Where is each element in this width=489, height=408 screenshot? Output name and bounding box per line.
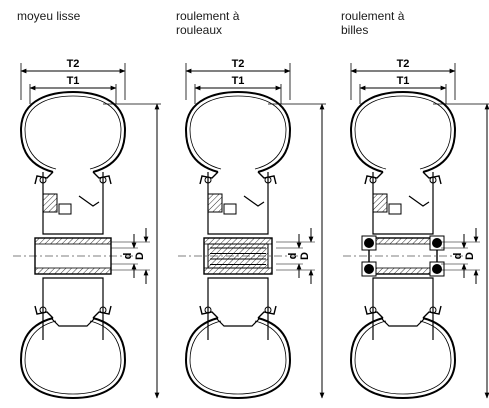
caption-line: roulement à — [176, 9, 240, 23]
hub-hatch-top — [203, 237, 273, 245]
caption-line: rouleaux — [176, 23, 223, 37]
tyre-outline — [349, 317, 457, 400]
t1-label: T1 — [397, 75, 410, 87]
rim-lower-detail — [380, 317, 426, 327]
bore-label: d — [452, 253, 464, 260]
ball — [432, 264, 442, 274]
valve-block — [207, 193, 223, 213]
hub-diameter-label: D — [464, 252, 476, 260]
tyre-bead — [92, 171, 112, 185]
valve-block — [42, 193, 58, 213]
rim-lower — [372, 277, 434, 340]
ball — [364, 238, 374, 248]
tyre-outline — [349, 90, 457, 173]
tyre-bead — [34, 305, 54, 319]
tyre-outline — [184, 317, 292, 400]
tyre-inner-line — [354, 95, 452, 170]
t2-label: T2 — [232, 58, 245, 70]
tyre-inner-line — [24, 95, 122, 170]
hub-hatch-bottom — [34, 267, 112, 275]
tyre-bead — [422, 171, 442, 185]
tyre-inner-line — [24, 320, 122, 395]
rim-flange — [78, 195, 100, 207]
caption-roulement-billes: roulement à billes — [341, 9, 404, 37]
rim-flange — [243, 195, 265, 207]
hub-diameter-label: D — [299, 252, 311, 260]
t1-label: T1 — [67, 75, 80, 87]
tyre-bead — [257, 305, 277, 319]
valve-block — [372, 193, 388, 213]
bore-label: d — [287, 253, 299, 260]
tyre-bead — [199, 305, 219, 319]
t1-label: T1 — [232, 75, 245, 87]
hub-hatch-top — [34, 237, 112, 245]
tyre-bead — [422, 305, 442, 319]
tyre-outline — [19, 90, 127, 173]
tyre-inner-line — [189, 320, 287, 395]
tyre-bead — [257, 171, 277, 185]
tyre-outline — [19, 317, 127, 400]
t2-label: T2 — [397, 58, 410, 70]
ball — [364, 264, 374, 274]
ball — [432, 238, 442, 248]
hub-diameter-label: D — [134, 252, 146, 260]
tyre-bead — [92, 305, 112, 319]
rim-lower-detail — [50, 317, 96, 327]
valve-clip — [388, 203, 402, 215]
caption-line: moyeu lisse — [17, 9, 81, 23]
caption-line: roulement à — [341, 9, 405, 23]
tyre-outline — [184, 90, 292, 173]
hub-hatch-bottom — [368, 267, 438, 275]
tyre-bead — [199, 171, 219, 185]
caption-line: billes — [341, 23, 369, 37]
rim-flange — [408, 195, 430, 207]
valve-clip — [58, 203, 72, 215]
rim-lower — [207, 277, 269, 340]
tyre-inner-line — [189, 95, 287, 170]
hub-hatch-top — [368, 237, 438, 245]
rim-lower — [42, 277, 104, 340]
hub-hatch-bottom — [203, 267, 273, 275]
tyre-inner-line — [354, 320, 452, 395]
t2-label: T2 — [67, 58, 80, 70]
caption-moyeu-lisse: moyeu lisse — [17, 9, 80, 23]
tyre-bead — [364, 305, 384, 319]
valve-clip — [223, 203, 237, 215]
rim-lower-detail — [215, 317, 261, 327]
caption-roulement-rouleaux: roulement à rouleaux — [176, 9, 239, 37]
tyre-bead — [364, 171, 384, 185]
tyre-bead — [34, 171, 54, 185]
bore-label: d — [122, 253, 134, 260]
